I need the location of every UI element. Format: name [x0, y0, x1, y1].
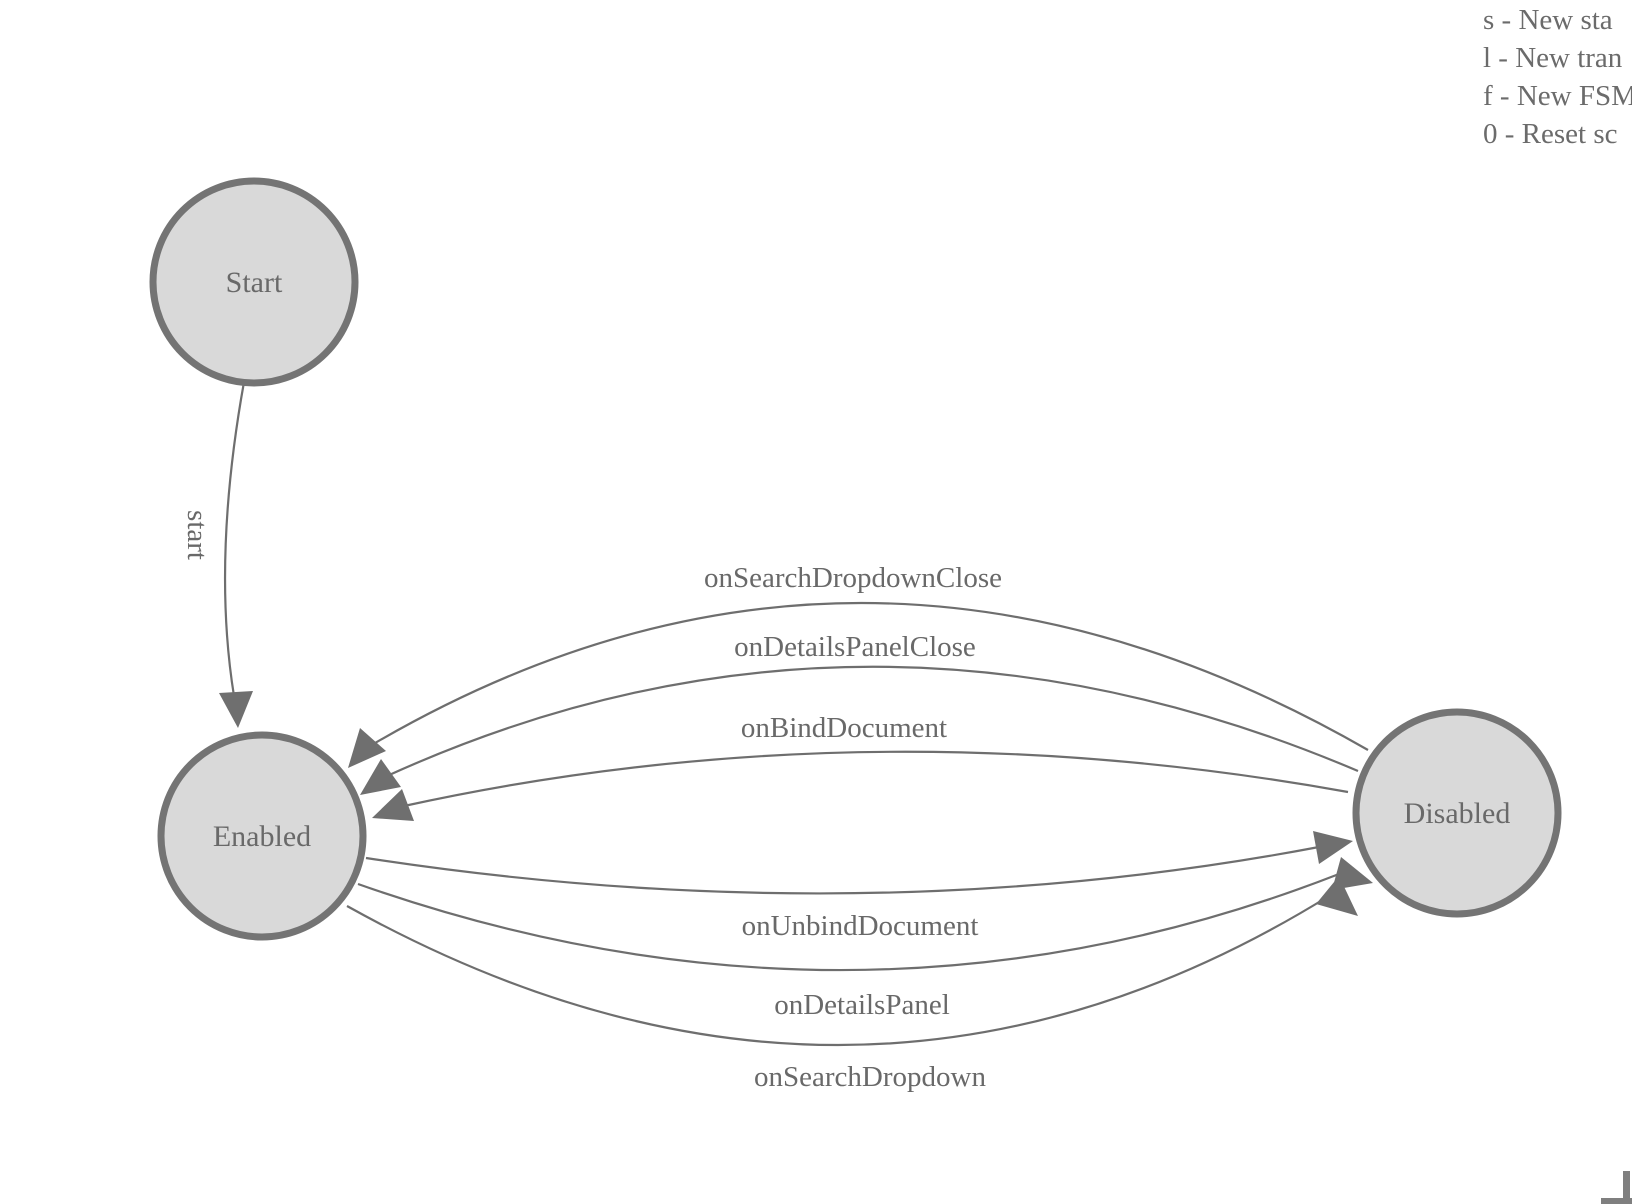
arrowhead-start-to-enabled	[219, 691, 253, 728]
transition-edge-onSearchDropdownClose[interactable]	[369, 601, 1369, 751]
arrowhead-onSearchDropdown	[1316, 876, 1358, 916]
state-circle-start[interactable]	[149, 177, 359, 387]
legend-line-new-fsm: f - New FSM	[1483, 80, 1632, 112]
transition-edge-onBindDocument[interactable]	[403, 750, 1349, 808]
state-label-start: Start	[226, 266, 283, 299]
transition-label-start[interactable]: start	[181, 510, 213, 560]
legend-line-reset: 0 - Reset sc	[1483, 118, 1618, 150]
arrowhead-onDetailsPanelClose	[360, 759, 401, 795]
arrowhead-onSearchDropdownClose	[348, 728, 386, 768]
transition-edge-start[interactable]	[223, 381, 246, 697]
transition-edge-onUnbindDocument[interactable]	[365, 845, 1320, 895]
state-label-disabled: Disabled	[1404, 797, 1511, 830]
transition-edge-onDetailsPanelClose[interactable]	[386, 665, 1359, 778]
transition-label-onDetailsPanel[interactable]: onDetailsPanel	[774, 989, 950, 1021]
state-circle-enabled[interactable]	[157, 731, 367, 941]
arrowhead-onDetailsPanel	[1332, 857, 1373, 890]
state-circle-disabled[interactable]	[1352, 708, 1562, 918]
state-label-enabled: Enabled	[213, 820, 311, 853]
transition-edge-onSearchDropdown[interactable]	[346, 895, 1330, 1047]
resize-corner-vertical[interactable]	[1623, 1171, 1630, 1204]
transition-label-onSearchDropdown[interactable]: onSearchDropdown	[754, 1061, 986, 1093]
transition-label-onUnbindDocument[interactable]: onUnbindDocument	[742, 910, 979, 942]
resize-corner-horizontal[interactable]	[1601, 1198, 1632, 1204]
transition-edge-onDetailsPanel[interactable]	[357, 872, 1340, 972]
arrowhead-onBindDocument	[372, 789, 414, 821]
transition-label-onDetailsPanelClose[interactable]: onDetailsPanelClose	[734, 631, 976, 663]
arrowhead-onUnbindDocument	[1313, 831, 1353, 864]
legend-line-new-transition: l - New tran	[1483, 42, 1623, 74]
shortcut-legend: s - New sta l - New tran f - New FSM 0 -…	[1483, 1, 1632, 153]
transition-label-onSearchDropdownClose[interactable]: onSearchDropdownClose	[704, 562, 1002, 594]
legend-line-new-state: s - New sta	[1483, 4, 1613, 36]
transition-label-onBindDocument[interactable]: onBindDocument	[741, 712, 947, 744]
